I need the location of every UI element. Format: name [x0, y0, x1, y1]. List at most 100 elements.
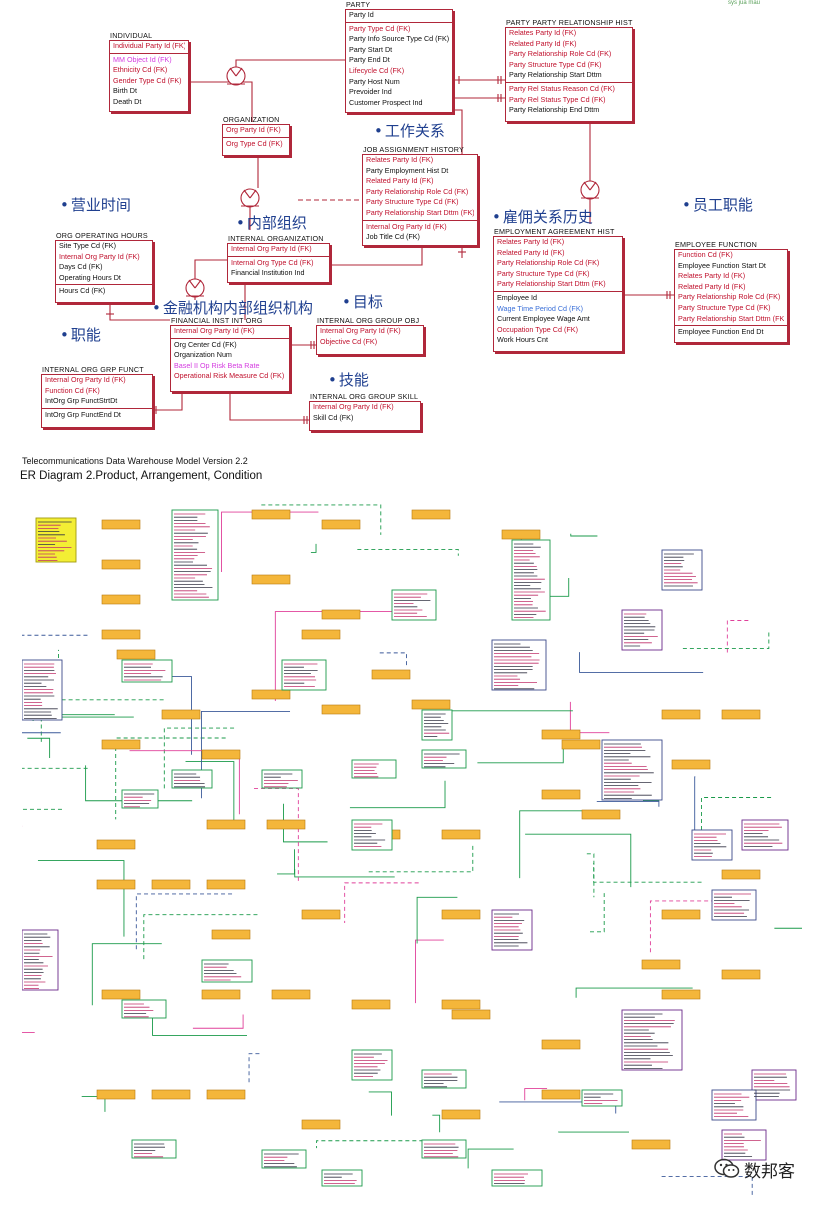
entity-employment-agreement-hist[interactable]: Relates Party Id (FK) Related Party Id (… — [493, 236, 623, 352]
relationship-line — [135, 893, 233, 952]
attr-row: Gender Type Cd (FK) — [113, 75, 182, 85]
pk-row: Function Cd (FK) — [45, 385, 100, 395]
entity-internal-org-group-obj[interactable]: Internal Org Party Id (FK) Objective Cd … — [316, 325, 424, 355]
entity-box — [721, 1129, 767, 1161]
relationship-line — [115, 737, 226, 820]
pk-row: Site Type Cd (FK) — [59, 241, 116, 250]
entity-box — [321, 704, 361, 715]
pk-row: Party Relationship Role Cd (FK) — [509, 49, 612, 59]
entity-box — [206, 879, 246, 890]
relationship-line — [27, 737, 51, 759]
attr-row: Employee Function End Dt — [678, 327, 764, 337]
entity-box — [671, 759, 711, 770]
pk-row: Relates Party Id (FK) — [366, 155, 434, 164]
entity-box — [101, 629, 141, 640]
entity-box — [251, 574, 291, 585]
pk-row: Party Relationship Role Cd (FK) — [366, 186, 469, 196]
entity-box — [206, 1089, 246, 1100]
label-business-hours: 营业时间 — [60, 194, 131, 215]
entity-organization[interactable]: Org Party Id (FK) Org Type Cd (FK) — [222, 124, 290, 156]
pk-row: Internal Org Party Id (FK) — [231, 244, 312, 253]
entity-box — [121, 789, 159, 809]
attr-row: Related Party Id (FK) — [678, 281, 746, 291]
entity-box — [501, 529, 541, 540]
relationship-line — [575, 987, 693, 998]
relationship-line — [519, 810, 585, 879]
pk-row: Org Party Id (FK) — [226, 125, 281, 134]
attr-row: Party Rel Status Reason Cd (FK) — [509, 83, 615, 93]
entity-title-ppr-hist: PARTY PARTY RELATIONSHIP HIST — [506, 18, 633, 27]
relationship-line — [726, 620, 749, 656]
attr-row: Operational Risk Measure Cd (FK) — [174, 371, 285, 381]
entity-box — [451, 1009, 491, 1020]
entity-title-group-funct: INTERNAL ORG GRP FUNCT — [42, 365, 144, 374]
pk-row: IntOrg Grp FunctStrtDt — [45, 396, 118, 406]
pk-row: Related Party Id (FK) — [366, 176, 434, 186]
entity-box — [391, 589, 437, 621]
entity-box — [121, 659, 173, 683]
entity-box — [266, 819, 306, 830]
entity-employee-function[interactable]: Function Cd (FK) Employee Function Start… — [674, 249, 788, 343]
entity-party[interactable]: Party Id Party Type Cd (FK) Party Info S… — [345, 9, 453, 113]
entity-box — [411, 509, 451, 520]
entity-box — [711, 1089, 757, 1121]
watermark: 数邦客 — [714, 1157, 795, 1182]
relationship-line — [701, 797, 772, 833]
pk-row: Related Party Id (FK) — [509, 38, 577, 48]
entity-title-internal-org: INTERNAL ORGANIZATION — [228, 234, 324, 243]
attr-row: Org Type Cd (FK) — [226, 138, 283, 148]
entity-party-party-relationship-hist[interactable]: Relates Party Id (FK) Related Party Id (… — [505, 27, 633, 122]
relationship-line — [593, 863, 702, 883]
attr-row: Work Hours Cnt — [497, 335, 548, 345]
entity-box — [561, 739, 601, 750]
entity-box — [541, 789, 581, 800]
entity-financial-inst-int-org[interactable]: Internal Org Party Id (FK) Org Center Cd… — [170, 325, 290, 392]
entity-job-assignment-history[interactable]: Relates Party Id (FK) Party Employment H… — [362, 154, 478, 246]
attr-row: Organization Num — [174, 350, 232, 360]
entity-internal-org-grp-funct[interactable]: Internal Org Party Id (FK) Function Cd (… — [41, 374, 153, 428]
relationship-line — [416, 896, 458, 944]
entity-box — [541, 1089, 581, 1100]
entity-box — [211, 929, 251, 940]
entity-box — [441, 1109, 481, 1120]
entity-box — [711, 889, 757, 921]
relationship-line — [368, 844, 474, 873]
entity-box — [411, 699, 451, 710]
relationship-line — [22, 732, 61, 734]
entity-org-operating-hours[interactable]: Site Type Cd (FK) Internal Org Party Id … — [55, 240, 153, 303]
attr-row: MM Object Id (FK) — [113, 54, 172, 64]
entity-box — [541, 729, 581, 740]
attr-row: Ethnicity Cd (FK) — [113, 65, 168, 75]
entity-box — [421, 709, 453, 741]
entity-box — [116, 649, 156, 660]
entity-box — [351, 1049, 393, 1081]
relationship-line — [415, 939, 444, 1004]
entity-internal-organization[interactable]: Internal Org Party Id (FK) Internal Org … — [227, 243, 330, 283]
relationship-line — [221, 511, 319, 573]
attr-row: Org Center Cd (FK) — [174, 339, 237, 349]
relationship-line — [37, 860, 125, 937]
product-arrangement-er-diagram — [22, 504, 802, 1195]
relationship-line — [22, 634, 88, 636]
entity-box — [301, 629, 341, 640]
pk-row: Party Relationship Start Dttm — [509, 70, 602, 80]
attr-row: Party Relationship Start Dttm (FK) — [678, 313, 784, 323]
attr-row: Party Host Num — [349, 76, 400, 86]
entity-box — [101, 594, 141, 605]
entity-box — [121, 999, 167, 1019]
entity-box — [321, 609, 361, 620]
entity-box — [251, 509, 291, 520]
entity-box — [151, 879, 191, 890]
attr-row: Relates Party Id (FK) — [678, 271, 746, 281]
relationship-line — [525, 833, 632, 888]
attr-row: Basel II Op Risk Beta Rate — [174, 360, 260, 370]
relationship-line — [357, 549, 459, 556]
entity-individual[interactable]: Individual Party Id (FK) MM Object Id (F… — [109, 40, 189, 112]
attr-row: Birth Dt — [113, 86, 137, 96]
relationship-line — [477, 745, 564, 764]
label-work-relation: 工作关系 — [374, 120, 445, 141]
relationship-line — [152, 1016, 247, 1036]
entity-box — [271, 989, 311, 1000]
pk-row: Related Party Id (FK) — [497, 247, 565, 257]
entity-internal-org-group-skill[interactable]: Internal Org Party Id (FK) Skill Cd (FK) — [309, 401, 421, 431]
